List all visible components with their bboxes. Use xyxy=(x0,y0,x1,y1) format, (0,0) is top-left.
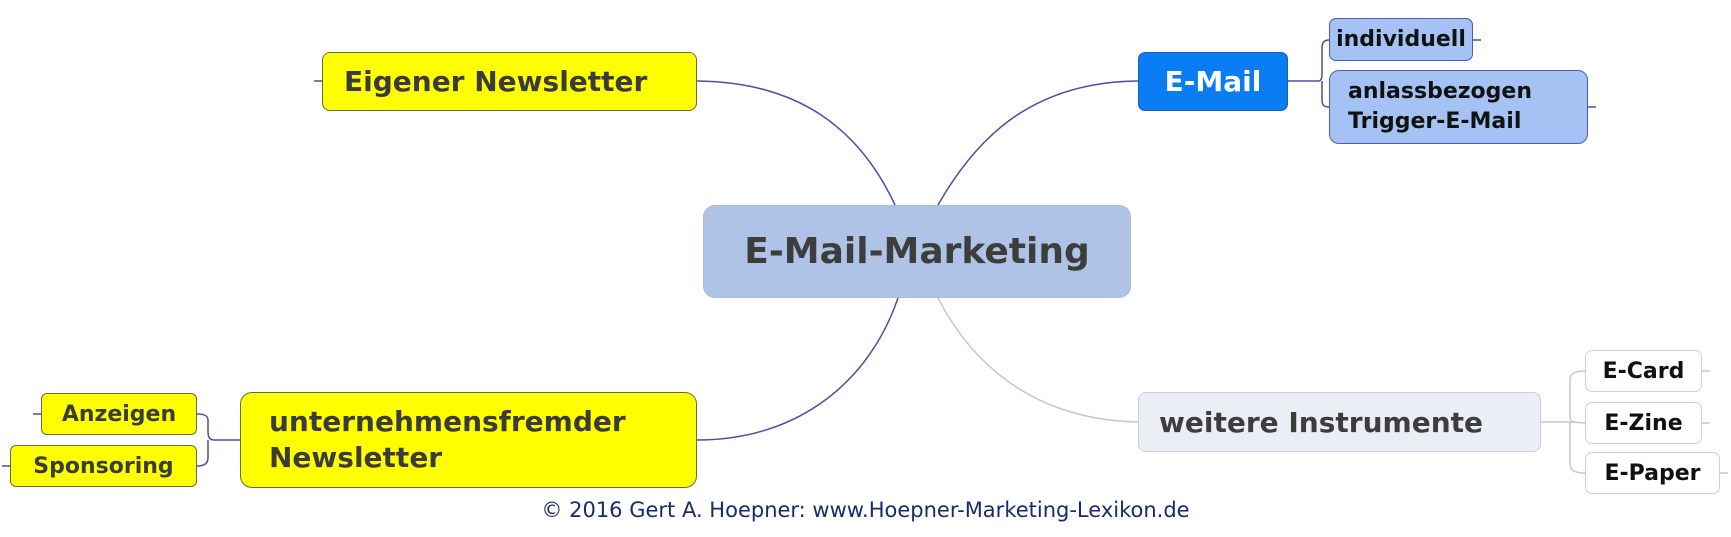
central-topic[interactable]: E-Mail-Marketing xyxy=(703,205,1131,298)
node-sponsoring[interactable]: Sponsoring xyxy=(10,445,197,487)
connector-fremder-newsletter xyxy=(696,297,899,441)
node-ecard[interactable]: E-Card xyxy=(1585,350,1702,392)
node-epaper-label: E-Paper xyxy=(1604,460,1701,486)
node-fremder-label-line1: unternehmensfremder xyxy=(269,405,626,438)
node-sponsoring-label: Sponsoring xyxy=(33,453,174,479)
node-weitere-instrumente[interactable]: weitere Instrumente xyxy=(1138,392,1541,452)
node-weitere-instrumente-label: weitere Instrumente xyxy=(1159,405,1483,439)
connector-eigener-newsletter xyxy=(696,80,896,206)
node-ezine-label: E-Zine xyxy=(1604,410,1683,436)
node-ezine[interactable]: E-Zine xyxy=(1585,402,1702,444)
node-unternehmensfremder-newsletter[interactable]: unternehmensfremder Newsletter xyxy=(240,392,697,488)
node-email[interactable]: E-Mail xyxy=(1138,52,1288,111)
node-anlass-label-line2: Trigger-E-Mail xyxy=(1348,109,1522,134)
connector-email-bracket xyxy=(1288,39,1330,108)
node-email-label: E-Mail xyxy=(1164,65,1262,98)
node-anzeigen-label: Anzeigen xyxy=(61,401,177,427)
node-anlass-label-line1: anlassbezogen xyxy=(1348,79,1533,104)
node-epaper[interactable]: E-Paper xyxy=(1585,452,1720,494)
connector-fremder-bracket xyxy=(196,413,240,467)
node-ecard-label: E-Card xyxy=(1602,358,1685,384)
copyright-footer: © 2016 Gert A. Hoepner: www.Hoepner-Mark… xyxy=(541,498,1190,522)
node-anzeigen[interactable]: Anzeigen xyxy=(41,393,197,435)
node-individuell-label: individuell xyxy=(1336,27,1466,52)
node-individuell[interactable]: individuell xyxy=(1329,18,1473,61)
node-fremder-label-line2: Newsletter xyxy=(269,441,443,474)
connector-email xyxy=(937,80,1139,206)
node-anlassbezogen[interactable]: anlassbezogen Trigger-E-Mail xyxy=(1329,70,1588,144)
connector-weitere-instrumente xyxy=(937,297,1139,423)
node-eigener-newsletter-label: Eigener Newsletter xyxy=(344,65,648,98)
central-topic-label: E-Mail-Marketing xyxy=(744,231,1090,272)
node-eigener-newsletter[interactable]: Eigener Newsletter xyxy=(322,52,697,111)
connector-weitere-bracket xyxy=(1541,370,1586,474)
